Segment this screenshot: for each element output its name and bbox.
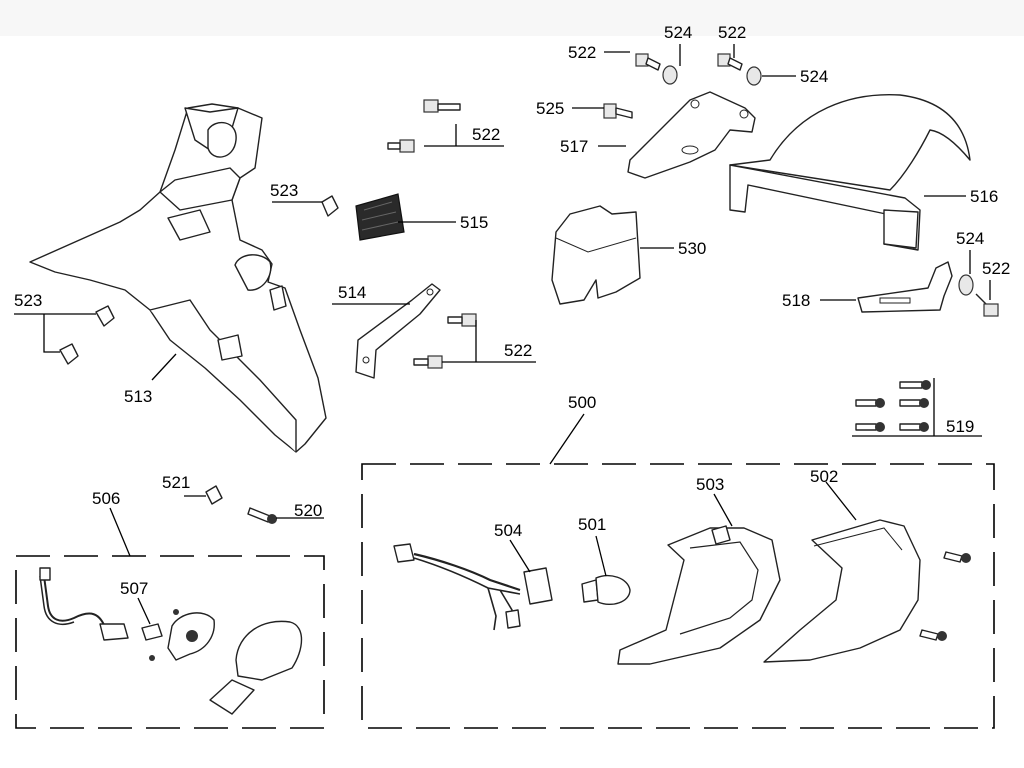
clip-523-b bbox=[59, 343, 79, 365]
callout-502: 502 bbox=[810, 467, 838, 486]
callout-518: 518 bbox=[782, 291, 810, 310]
callout-522: 522 bbox=[982, 259, 1010, 278]
bolt-522-d bbox=[413, 355, 443, 369]
callout-523: 523 bbox=[270, 181, 298, 200]
reflector-515 bbox=[355, 193, 405, 241]
screw-520 bbox=[247, 507, 277, 524]
callout-519: 519 bbox=[946, 417, 974, 436]
callout-522: 522 bbox=[568, 43, 596, 62]
assembly-box-500 bbox=[361, 463, 995, 729]
callout-525: 525 bbox=[536, 99, 564, 118]
callout-524: 524 bbox=[664, 23, 692, 42]
callout-522: 522 bbox=[472, 125, 500, 144]
washer-524-a bbox=[662, 65, 678, 85]
callout-516: 516 bbox=[970, 187, 998, 206]
callout-503: 503 bbox=[696, 475, 724, 494]
callout-515: 515 bbox=[460, 213, 488, 232]
callout-520: 520 bbox=[294, 501, 322, 520]
callout-514: 514 bbox=[338, 283, 366, 302]
callout-524: 524 bbox=[800, 67, 828, 86]
license-lamp-wiring-506 bbox=[39, 567, 129, 641]
bulb-501 bbox=[581, 574, 631, 606]
wiring-harness-504 bbox=[393, 543, 553, 631]
lens-502 bbox=[763, 519, 921, 663]
callout-500: 500 bbox=[568, 393, 596, 412]
gasket-506 bbox=[209, 679, 255, 715]
screw-500-a bbox=[943, 551, 971, 563]
callout-523: 523 bbox=[14, 291, 42, 310]
bolt-522-a bbox=[423, 99, 461, 113]
lamp-housing-506 bbox=[167, 612, 215, 661]
bolt-522-e bbox=[635, 53, 661, 71]
callout-522: 522 bbox=[718, 23, 746, 42]
screw-500-b bbox=[919, 629, 947, 641]
callout-524: 524 bbox=[956, 229, 984, 248]
callout-513: 513 bbox=[124, 387, 152, 406]
callout-501: 501 bbox=[578, 515, 606, 534]
clip-521 bbox=[205, 485, 223, 505]
callout-labels: 522 523 515 523 513 514 522 522 524 522 … bbox=[14, 23, 1010, 598]
screws-519 bbox=[855, 380, 931, 432]
washer-524-c bbox=[958, 274, 974, 296]
lamp-housing-503 bbox=[617, 525, 781, 665]
callout-517: 517 bbox=[560, 137, 588, 156]
assembly-box-506 bbox=[15, 555, 325, 729]
lamp-lens-506 bbox=[235, 620, 303, 681]
callout-506: 506 bbox=[92, 489, 120, 508]
clip-523-c bbox=[321, 195, 339, 217]
bracket-517 bbox=[627, 91, 756, 179]
cover-530 bbox=[551, 205, 641, 305]
rear-fender-513 bbox=[29, 103, 327, 453]
callout-530: 530 bbox=[678, 239, 706, 258]
bolt-522-c bbox=[447, 313, 477, 327]
header-band bbox=[0, 0, 1024, 36]
bracket-514 bbox=[355, 283, 441, 379]
leader-lines bbox=[14, 44, 991, 625]
callout-507: 507 bbox=[120, 579, 148, 598]
washer-524-b bbox=[746, 66, 762, 86]
bulb-507 bbox=[141, 623, 163, 641]
clip-523-a bbox=[95, 305, 115, 327]
bolt-522-f bbox=[717, 53, 743, 71]
bolt-522-b bbox=[387, 139, 415, 153]
mudguard-516 bbox=[729, 93, 971, 251]
bolt-522-g bbox=[975, 293, 999, 317]
screws-506 bbox=[149, 609, 179, 661]
bolt-525 bbox=[603, 103, 633, 119]
callout-504: 504 bbox=[494, 521, 522, 540]
plate-518 bbox=[857, 261, 953, 313]
callout-521: 521 bbox=[162, 473, 190, 492]
callout-522: 522 bbox=[504, 341, 532, 360]
